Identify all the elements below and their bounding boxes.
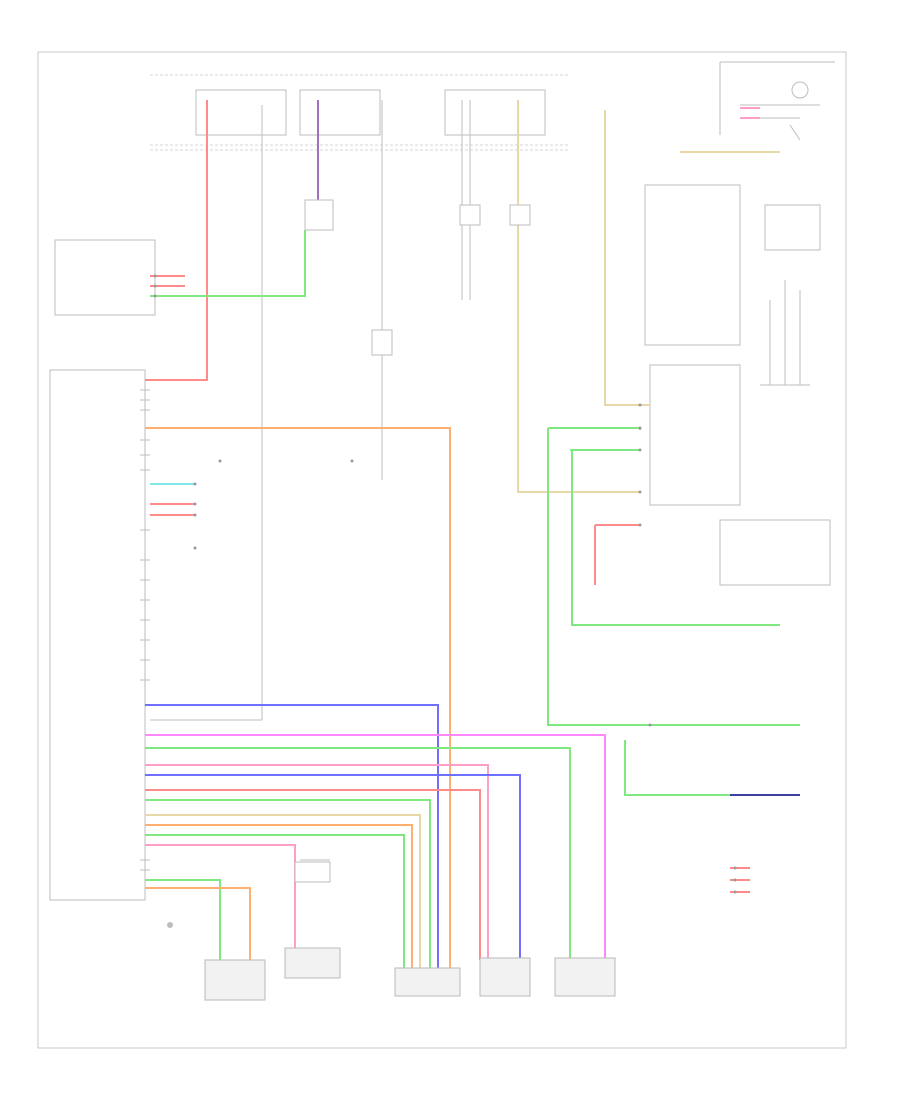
wire-orange bbox=[145, 427, 451, 980]
wire-green-top bbox=[150, 230, 306, 297]
main-control-unit bbox=[49, 369, 146, 901]
colored-wires bbox=[145, 100, 800, 980]
switch-icon bbox=[791, 81, 809, 99]
wire-blue-2 bbox=[145, 774, 521, 960]
ecu-connector-pins bbox=[140, 389, 150, 871]
wire-red bbox=[145, 100, 208, 381]
connector-icon bbox=[394, 967, 461, 997]
wire-green-long bbox=[145, 747, 571, 960]
sensor-icon bbox=[284, 947, 341, 979]
mid-components bbox=[167, 199, 531, 928]
wire-green-loop bbox=[547, 428, 800, 726]
top-right-switch-module bbox=[719, 61, 835, 141]
sensor-icon bbox=[554, 957, 616, 997]
wire-green-2 bbox=[145, 799, 431, 980]
sensor-icon bbox=[204, 959, 266, 1001]
wire-tan-2 bbox=[604, 110, 650, 406]
diagram-frame bbox=[37, 51, 847, 1049]
wire-magenta bbox=[145, 734, 606, 960]
wire-pink-2 bbox=[145, 844, 296, 960]
sensor-icon bbox=[479, 957, 531, 997]
wire-blue bbox=[145, 704, 439, 980]
wire-orange-2 bbox=[145, 824, 413, 980]
fuse-feeds bbox=[150, 100, 471, 861]
wire-green-relay bbox=[571, 450, 780, 626]
ground-icon bbox=[167, 922, 173, 928]
connector-dots bbox=[153, 274, 737, 894]
left-connector-block bbox=[54, 239, 156, 316]
wire-green-lower bbox=[624, 740, 730, 796]
bottom-components bbox=[204, 947, 616, 1001]
under-hood-fuse-box bbox=[150, 74, 570, 151]
wire-green-4 bbox=[145, 879, 221, 960]
wire-red-2 bbox=[145, 789, 481, 960]
wire-green-3 bbox=[145, 834, 405, 980]
wire-pink bbox=[145, 764, 489, 960]
wire-tan-3 bbox=[145, 814, 421, 980]
wire-green-right bbox=[548, 427, 641, 430]
wire-tan bbox=[517, 100, 640, 493]
wire-orange-3 bbox=[145, 887, 251, 960]
right-control-modules bbox=[644, 184, 831, 586]
